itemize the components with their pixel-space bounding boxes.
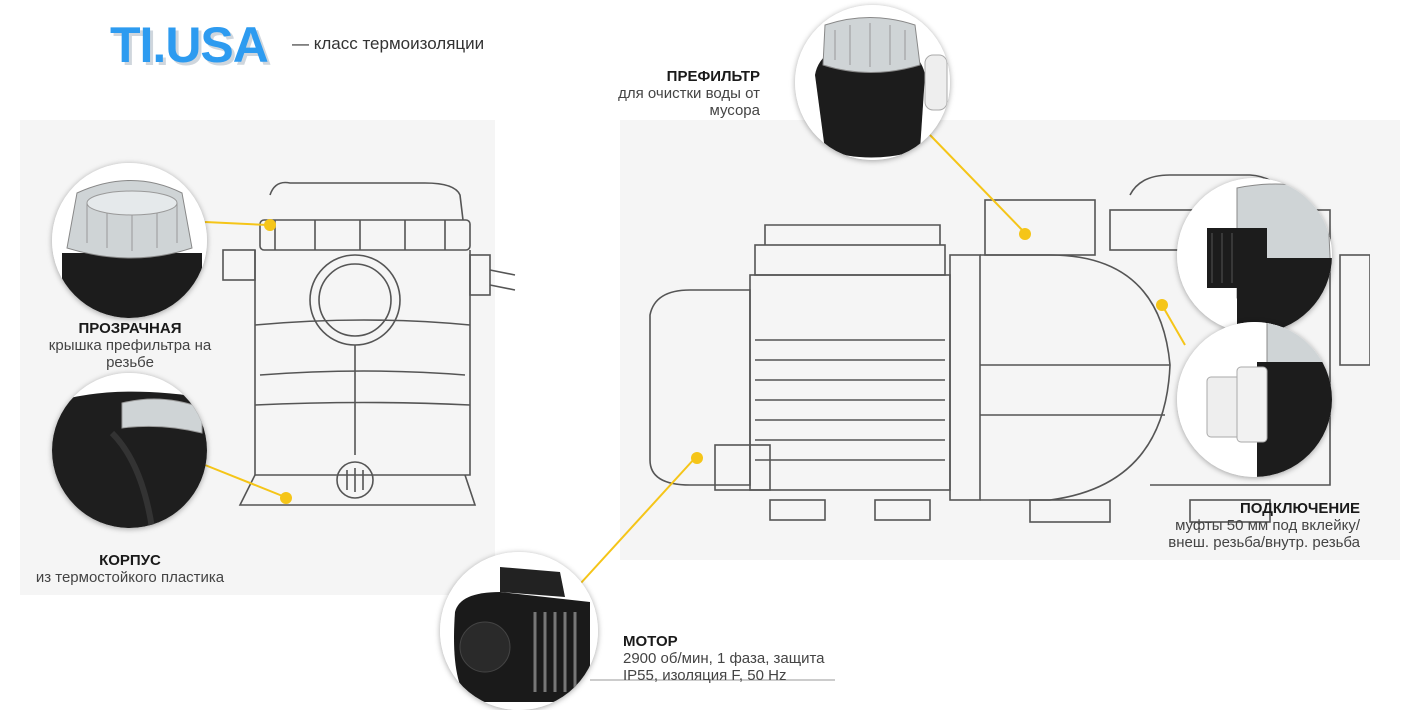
marker-motor bbox=[691, 452, 703, 464]
callout-transparent-title: ПРОЗРАЧНАЯ bbox=[78, 320, 182, 337]
brand-logo: TI.USA bbox=[110, 17, 269, 73]
callout-motor-title: МОТОР bbox=[623, 633, 678, 650]
transparent-lid-photo bbox=[52, 163, 207, 318]
prefilter-photo bbox=[795, 5, 950, 160]
marker-body bbox=[280, 492, 292, 504]
logo-subtitle: — класс термоизоляции bbox=[292, 34, 485, 53]
motor-photo bbox=[440, 552, 598, 710]
callout-motor: МОТОР 2900 об/мин, 1 фаза, защита IP55, … bbox=[623, 633, 828, 684]
marker-lid bbox=[264, 219, 276, 231]
marker-connection bbox=[1156, 299, 1168, 311]
pump-side-view-drawing bbox=[649, 174, 1370, 523]
callout-body-text: из термостойкого пластика bbox=[35, 569, 225, 586]
connection-photo-top bbox=[1177, 178, 1332, 333]
callout-prefilter-text: для очистки воды от мусора bbox=[618, 85, 760, 119]
callout-transparent: ПРОЗРАЧНАЯ крышка префильтра на резьбе bbox=[30, 320, 230, 371]
callout-connection-text: муфты 50 мм под вклейку/ внеш. резьба/вн… bbox=[1168, 517, 1360, 550]
marker-prefilter bbox=[1019, 228, 1031, 240]
connection-photo-bottom bbox=[1177, 322, 1332, 477]
callout-connection-title: ПОДКЛЮЧЕНИЕ bbox=[1239, 500, 1360, 517]
callout-prefilter-title: ПРЕФИЛЬТР bbox=[666, 68, 760, 85]
callout-transparent-text: крышка префильтра на резьбе bbox=[48, 337, 212, 371]
callout-body-title: КОРПУС bbox=[99, 552, 161, 569]
pump-front-view-drawing bbox=[222, 181, 516, 506]
callout-motor-text: 2900 об/мин, 1 фаза, защита IP55, изоляц… bbox=[623, 650, 825, 684]
callout-connection: ПОДКЛЮЧЕНИЕ муфты 50 мм под вклейку/ вне… bbox=[1135, 500, 1360, 550]
callout-body: КОРПУС из термостойкого пластика bbox=[20, 552, 240, 586]
body-photo bbox=[52, 373, 207, 528]
callout-prefilter: ПРЕФИЛЬТР для очистки воды от мусора bbox=[585, 68, 760, 119]
